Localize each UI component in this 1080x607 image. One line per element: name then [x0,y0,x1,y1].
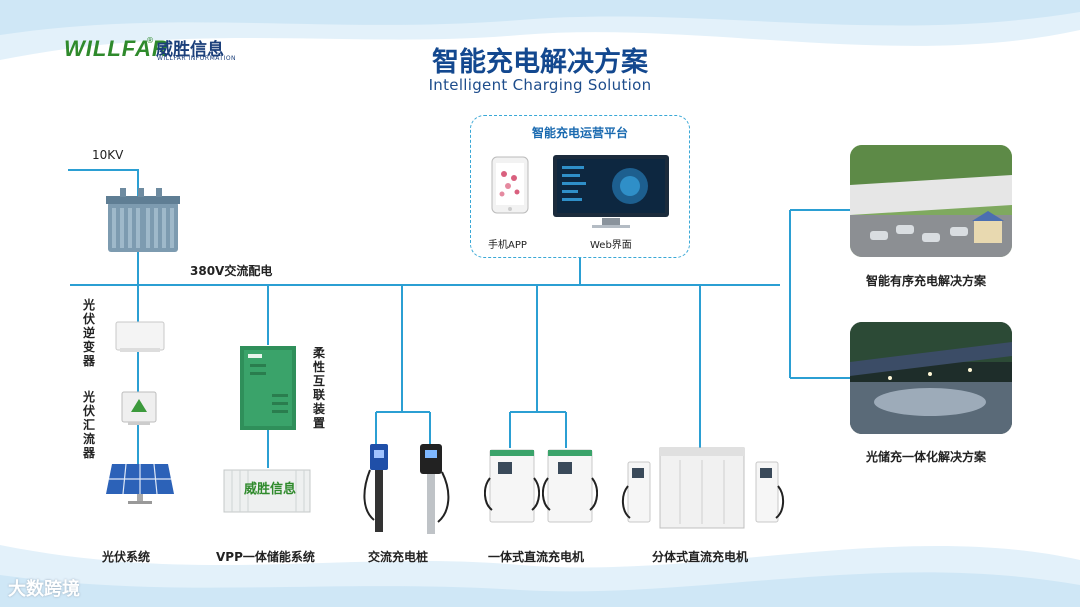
web-dashboard-icon [553,155,669,228]
container-brand-text: 威胜信息 [244,482,297,497]
flex-device-cabinet-icon [240,346,296,430]
combiner-label: 光伏汇流器 [82,390,95,460]
integrated-dc-label: 一体式直流充电机 [488,550,585,564]
integrated-dc-charger-2-icon [542,449,598,523]
logo-cn: 威胜信息 [156,40,224,60]
solar-panel-icon [106,463,174,504]
logo-registered-mark: ® [146,36,154,45]
web-label: Web界面 [590,240,632,251]
vpp-label: VPP一体储能系统 [216,550,315,564]
inverter-label: 光伏逆变器 [82,298,95,368]
app-label: 手机APP [488,240,527,251]
page-subtitle: Intelligent Charging Solution [428,76,652,94]
integrated-dc-charger-1-icon [484,449,540,523]
solar-storage-charging-label: 光储充一体化解决方案 [866,450,987,464]
bus-label: 380V交流配电 [190,264,273,278]
logo-brand: WILLFAR [64,36,169,61]
ordered-charging-photo [850,145,1012,257]
flex-device-label: 柔性互联装置 [312,346,325,430]
ac-charger-label: 交流充电桩 [368,550,429,564]
split-dc-charger-icon [622,447,784,529]
transformer-icon [106,188,180,252]
split-dc-label: 分体式直流充电机 [652,550,749,564]
phone-app-icon [491,156,529,214]
combiner-box-icon [121,391,157,425]
watermark: 大数跨境 [8,579,80,600]
platform-title: 智能充电运营平台 [531,126,628,140]
vpp-container-icon [223,469,311,513]
solar-storage-charging-photo [850,322,1012,434]
ordered-charging-label: 智能有序充电解决方案 [866,274,987,288]
pv-system-label: 光伏系统 [102,550,151,564]
voltage-in-label: 10KV [92,148,124,162]
page-title: 智能充电解决方案 [432,47,648,78]
logo-en: WILLFAR INFORMATION [157,55,237,62]
inverter-icon [115,321,165,352]
ac-charger-blue-icon [363,444,388,532]
ac-charger-black-icon [420,444,450,534]
